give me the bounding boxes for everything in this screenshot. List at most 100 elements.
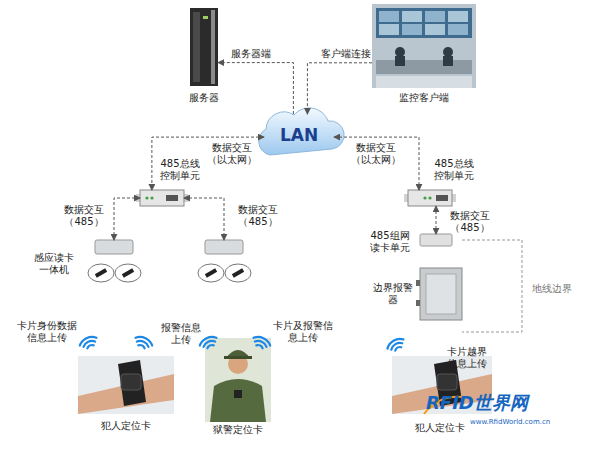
operator — [443, 47, 453, 57]
card-reader — [95, 240, 133, 254]
bus-controller — [136, 190, 188, 206]
edge-label: 数据交互（485） — [444, 210, 496, 234]
room-floor — [376, 76, 472, 88]
coil — [225, 264, 251, 282]
signal-note: 卡片身份数据信息上传 — [16, 320, 78, 344]
status-led — [423, 196, 426, 199]
operator — [443, 56, 453, 66]
node-label: 485组网读卡单元 — [368, 230, 412, 254]
edge-label: 数据交互（以太网） — [350, 142, 402, 166]
coil-card — [122, 268, 134, 277]
edge-label: 数据交互（以太网） — [206, 142, 258, 166]
monitor-client-node: 监控客户端 — [372, 4, 476, 88]
data-link — [436, 206, 437, 234]
uniform — [210, 379, 266, 422]
wrist-tag — [121, 374, 141, 390]
boundary-alarm — [416, 268, 462, 320]
wrist-tag — [437, 374, 457, 390]
node-label: 感应读卡一体机 — [33, 252, 75, 276]
data-link — [307, 63, 372, 114]
antenna-coils — [88, 264, 251, 282]
screen — [402, 11, 422, 22]
data-link — [334, 137, 419, 190]
wireless-signal — [133, 334, 154, 350]
guard-tag — [234, 390, 242, 398]
edge-label: 数据交互（485） — [232, 204, 284, 228]
controller-body — [140, 190, 184, 206]
screen — [425, 24, 445, 35]
network-reader-node: 485组网读卡单元 — [420, 234, 452, 246]
node-label: 狱警定位卡 — [208, 424, 268, 436]
node-label: 犯人定位卡 — [410, 422, 470, 434]
signal-note: 卡片及报警信息上传 — [272, 320, 334, 344]
data-link — [218, 63, 293, 114]
bus-wire — [184, 198, 224, 240]
wrist-photo — [78, 356, 174, 414]
guard-photo — [205, 338, 271, 422]
coil — [115, 264, 141, 282]
server-tower — [190, 8, 218, 86]
photo-background — [205, 338, 271, 422]
lan-cloud-node: LAN — [264, 114, 334, 156]
photo-background — [78, 356, 174, 414]
wrist-strap — [118, 360, 146, 406]
screen — [448, 11, 468, 22]
alarm-body — [420, 268, 462, 320]
server-node: 服务器 — [190, 8, 218, 86]
server-stripe — [211, 10, 215, 84]
cap-brim — [224, 356, 252, 359]
node-label: 485总线控制单元 — [432, 158, 476, 182]
boundary-alarm-node: 边界报警器 — [420, 268, 462, 320]
edge-label: 服务器端 — [226, 48, 276, 60]
screen — [379, 24, 399, 35]
operator — [395, 47, 405, 57]
console-desk — [376, 60, 472, 74]
status-led — [428, 196, 431, 199]
wireless-signal — [198, 334, 219, 350]
coil-card — [205, 268, 217, 277]
data-link — [152, 137, 264, 190]
server-led — [203, 16, 208, 19]
video-wall — [376, 8, 472, 38]
watermark-url: www.RfidWorld.com.cn — [470, 418, 580, 427]
node-label: 服务器 — [179, 92, 229, 104]
port — [166, 195, 178, 201]
room-background — [372, 4, 476, 88]
alarm-panel — [426, 274, 456, 314]
guard-tag-node: 狱警定位卡 — [205, 338, 271, 422]
boundary-label: 地线边界 — [527, 283, 577, 295]
signal-note: 卡片越界信息上传 — [446, 346, 488, 370]
lan-cloud — [259, 108, 344, 155]
bus-controller — [404, 190, 456, 206]
coil-card — [232, 268, 244, 277]
controller-body — [408, 190, 452, 206]
node-label: 485总线控制单元 — [158, 158, 202, 182]
coil — [88, 264, 114, 282]
node-label: LAN — [264, 126, 334, 144]
coil-card — [95, 268, 107, 277]
alarm-terminal — [416, 300, 420, 306]
node-label: 边界报警器 — [372, 282, 414, 306]
prisoner-tag-node: 犯人定位卡 — [78, 356, 174, 414]
operator — [395, 56, 405, 66]
card-reader — [205, 240, 243, 254]
server-side — [193, 12, 200, 82]
signal-note: 报警信息上传 — [160, 322, 202, 346]
node-label: 监控客户端 — [392, 92, 456, 104]
watermark: RFID世界网 — [426, 393, 586, 413]
edge-label: 客户端连接 — [318, 48, 374, 60]
wireless-signal — [251, 334, 272, 350]
data-link — [114, 198, 140, 240]
screen — [402, 24, 422, 35]
card-reader-node: 感应读卡一体机 — [95, 240, 133, 254]
network-reader — [420, 234, 452, 246]
status-led — [145, 196, 148, 199]
coil — [198, 264, 224, 282]
wireless-signal — [386, 336, 407, 353]
screen — [448, 24, 468, 35]
server-body — [190, 8, 218, 86]
bus-controller-node: 485总线控制单元 — [408, 190, 452, 206]
monitor-room-photo — [372, 4, 476, 88]
